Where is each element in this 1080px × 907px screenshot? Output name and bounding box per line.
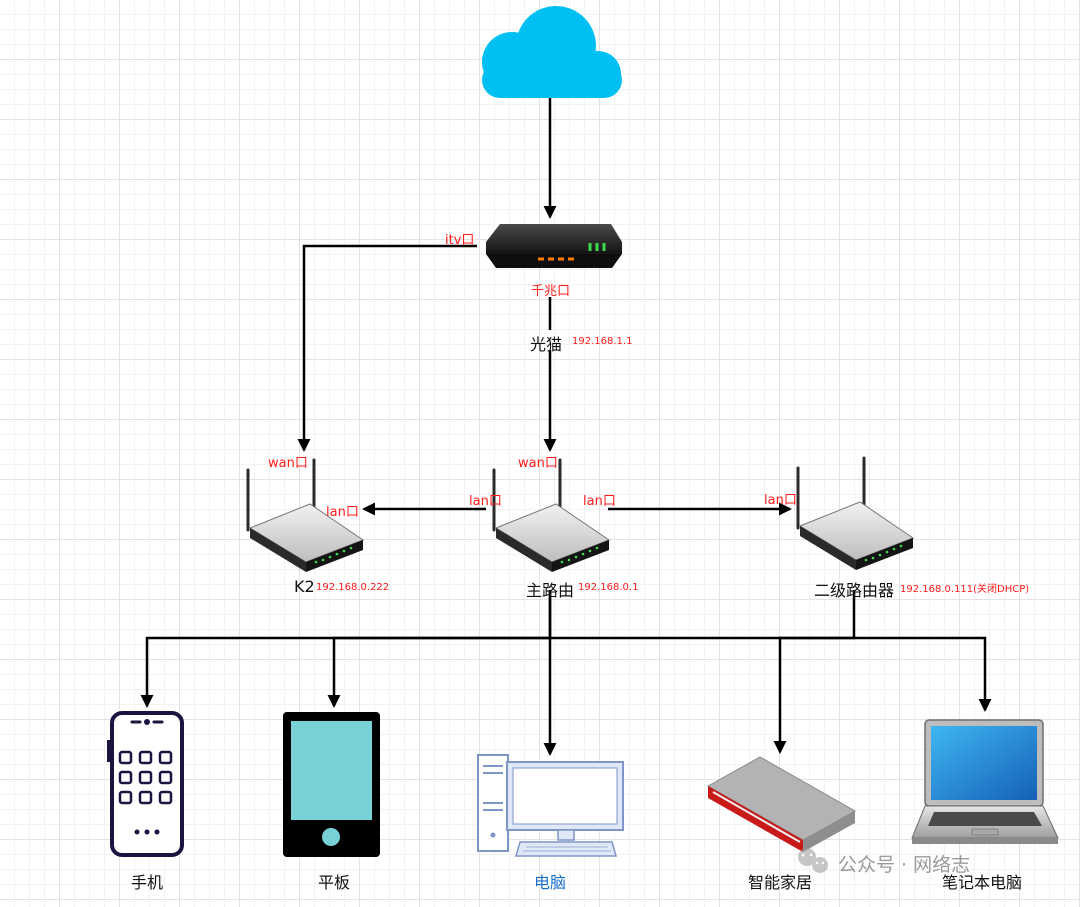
main-router-lan-left-label: lan口	[469, 494, 502, 509]
modem-name: 光猫	[530, 335, 563, 354]
main-to-phone-line	[140, 590, 552, 708]
tablet-icon	[283, 712, 380, 857]
secondary-router-name: 二级路由器	[814, 581, 895, 600]
laptop-icon	[911, 719, 1059, 844]
k2-ip: 192.168.0.222	[316, 582, 390, 593]
k2-wan-port-label: wan口	[268, 456, 308, 471]
main-router-ip: 192.168.0.1	[578, 582, 639, 593]
k2-name: K2	[294, 577, 315, 596]
secondary-router-ip: 192.168.0.111(关闭DHCP)	[900, 584, 1030, 595]
internet-cloud-icon	[482, 6, 622, 98]
smart-home-label: 智能家居	[748, 873, 813, 892]
main-router-icon	[492, 458, 611, 574]
secondary-to-laptop-line	[854, 636, 992, 712]
connection-lines	[140, 98, 992, 756]
modem-gigabit-port-label: 千兆口	[531, 284, 571, 299]
phone-icon	[107, 711, 184, 857]
main-to-tablet-line	[327, 636, 550, 708]
modem-ip: 192.168.1.1	[572, 336, 633, 347]
watermark-logo-icon	[798, 848, 828, 873]
phone-label: 手机	[131, 873, 164, 892]
k2-lan-port-label: lan口	[326, 505, 359, 520]
secondary-to-devices-line	[550, 590, 856, 640]
main-router-name: 主路由	[526, 581, 575, 600]
secondary-to-smart-home-line	[773, 636, 854, 754]
watermark-text: 公众号 · 网络志	[838, 854, 971, 876]
secondary-router-icon	[796, 456, 915, 572]
main-router-wan-port-label: wan口	[518, 456, 558, 471]
desktop-label: 电脑	[534, 873, 567, 892]
main-router-lan-right-label: lan口	[583, 494, 616, 509]
secondary-router-lan-port-label: lan口	[764, 493, 797, 508]
modem-itv-to-k2-line	[297, 244, 477, 452]
tablet-label: 平板	[318, 873, 351, 892]
optical-modem-icon	[486, 224, 622, 268]
desktop-computer-icon	[477, 754, 624, 857]
modem-itv-port-label: itv口	[445, 233, 475, 248]
smart-home-device-icon	[706, 756, 857, 852]
laptop-label: 笔记本电脑	[942, 873, 1023, 892]
